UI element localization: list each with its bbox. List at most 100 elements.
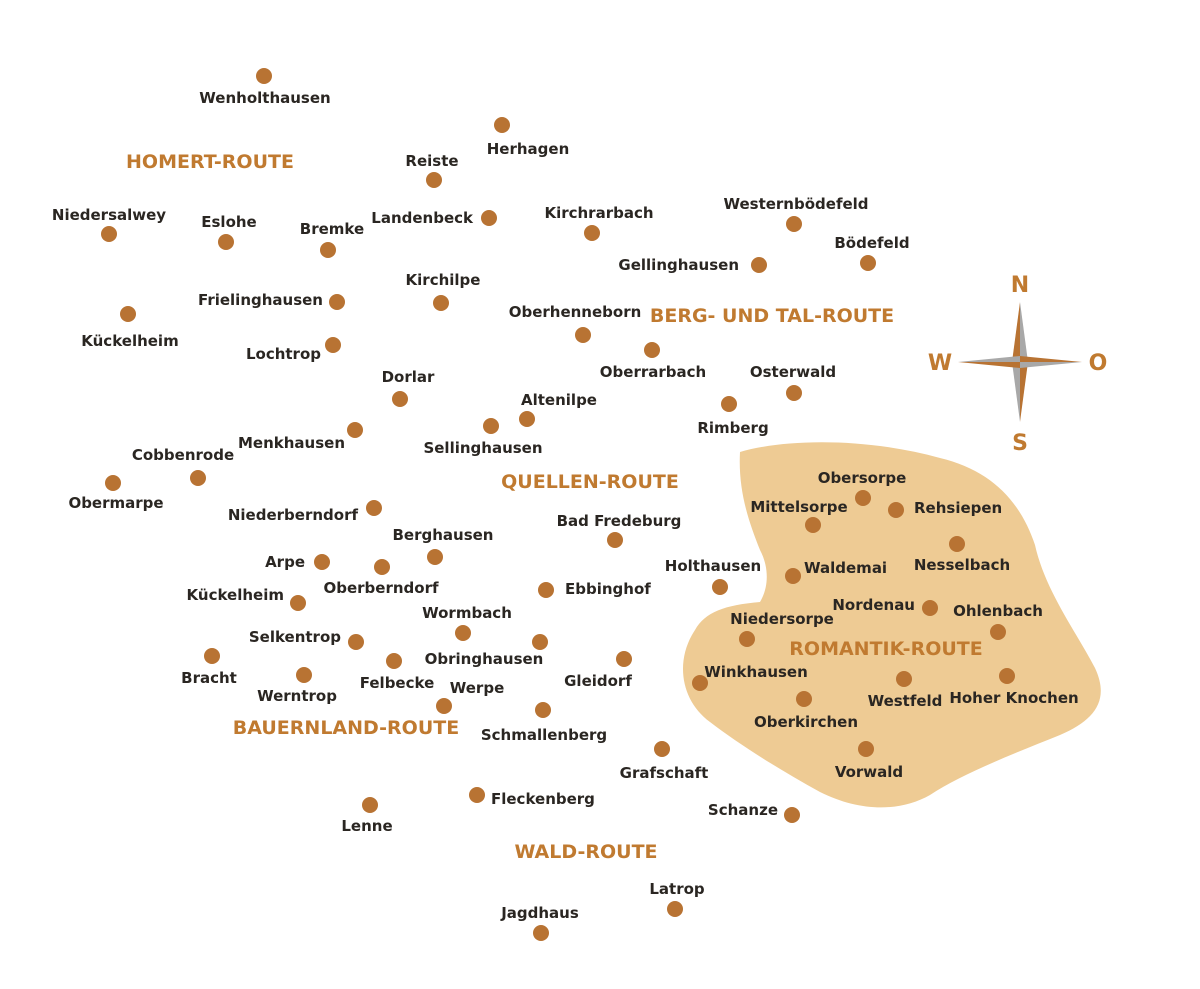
town-label-cobbenrode: Cobbenrode [132,446,234,464]
town-label-kirchilpe: Kirchilpe [406,271,481,289]
town-label-ebbinghof: Ebbinghof [565,580,651,598]
town-label-winkhausen: Winkhausen [704,663,808,681]
town-marker-grafschaft[interactable] [654,741,670,757]
town-label-westfeld: Westfeld [868,692,943,710]
town-marker-boedefeld[interactable] [860,255,876,271]
town-label-mittelsorpe: Mittelsorpe [750,498,847,516]
town-marker-berghausen[interactable] [427,549,443,565]
route-label-berg-und-tal-route[interactable]: BERG- UND TAL-ROUTE [650,305,894,327]
town-label-rehsiepen: Rehsiepen [914,499,1002,517]
town-marker-jagdhaus[interactable] [533,925,549,941]
town-marker-obermarpe[interactable] [105,475,121,491]
town-label-jagdhaus: Jagdhaus [500,904,579,922]
town-marker-ebbinghof[interactable] [538,582,554,598]
town-marker-gleidorf[interactable] [616,651,632,667]
romantik-route-region[interactable] [683,442,1101,808]
town-marker-winkhausen[interactable] [692,675,708,691]
town-marker-westernboedefeld[interactable] [786,216,802,232]
town-marker-rimberg[interactable] [721,396,737,412]
route-labels: HOMERT-ROUTE BERG- UND TAL-ROUTE QUELLEN-R… [126,151,983,863]
town-marker-landenbeck[interactable] [481,210,497,226]
town-label-oberberndorf: Oberberndorf [323,579,438,597]
town-marker-lenne[interactable] [362,797,378,813]
town-label-nesselbach: Nesselbach [914,556,1010,574]
town-label-oberkirchen: Oberkirchen [754,713,858,731]
town-label-bad-fredeburg: Bad Fredeburg [557,512,682,530]
town-marker-selkentrop[interactable] [348,634,364,650]
town-marker-latrop[interactable] [667,901,683,917]
town-label-fleckenberg: Fleckenberg [491,790,595,808]
town-marker-vorwald[interactable] [858,741,874,757]
town-marker-menkhausen[interactable] [347,422,363,438]
compass-east-label: O [1089,351,1108,376]
town-marker-nesselbach[interactable] [949,536,965,552]
town-marker-frielinghausen[interactable] [329,294,345,310]
town-marker-niedersorpe[interactable] [739,631,755,647]
route-label-homert-route[interactable]: HOMERT-ROUTE [126,151,294,173]
town-marker-niedersalwey[interactable] [101,226,117,242]
town-marker-westfeld[interactable] [896,671,912,687]
town-marker-kirchrarbach[interactable] [584,225,600,241]
town-marker-kueckelheim[interactable] [120,306,136,322]
town-marker-gellinghausen[interactable] [751,257,767,273]
town-label-gellinghausen: Gellinghausen [618,256,739,274]
town-marker-arpe[interactable] [314,554,330,570]
town-marker-holthausen[interactable] [712,579,728,595]
town-marker-obringhausen[interactable] [532,634,548,650]
town-label-obringhausen: Obringhausen [425,650,544,668]
town-label-rimberg: Rimberg [697,419,768,437]
town-label-nordenau: Nordenau [832,596,915,614]
town-label-wormbach: Wormbach [422,604,512,622]
town-marker-wormbach[interactable] [455,625,471,641]
town-marker-altenilpe[interactable] [519,411,535,427]
town-marker-kirchilpe[interactable] [433,295,449,311]
compass-south-label: S [1012,431,1028,456]
town-marker-waldemai[interactable] [785,568,801,584]
town-marker-eslohe[interactable] [218,234,234,250]
town-marker-osterwald[interactable] [786,385,802,401]
town-marker-werpe[interactable] [436,698,452,714]
town-marker-dorlar[interactable] [392,391,408,407]
town-marker-schmallenberg[interactable] [535,702,551,718]
town-marker-cobbenrode[interactable] [190,470,206,486]
route-label-romantik-route[interactable]: ROMANTIK-ROUTE [789,638,982,660]
town-label-oberhenneborn: Oberhenneborn [509,303,642,321]
route-label-wald-route[interactable]: WALD-ROUTE [514,841,657,863]
town-marker-lochtrop[interactable] [325,337,341,353]
town-marker-oberberndorf[interactable] [374,559,390,575]
town-label-niederberndorf: Niederberndorf [228,506,359,524]
town-marker-herhagen[interactable] [494,117,510,133]
route-label-quellen-route[interactable]: QUELLEN-ROUTE [501,471,679,493]
town-marker-sellinghausen[interactable] [483,418,499,434]
compass-rose-icon: N S W O [928,273,1107,456]
town-marker-kueckelheim[interactable] [290,595,306,611]
town-marker-oberkirchen[interactable] [796,691,812,707]
town-marker-bracht[interactable] [204,648,220,664]
compass-west-label: W [928,351,952,376]
town-marker-werntrop[interactable] [296,667,312,683]
town-marker-oberrarbach[interactable] [644,342,660,358]
town-marker-felbecke[interactable] [386,653,402,669]
town-marker-fleckenberg[interactable] [469,787,485,803]
town-label-schmallenberg: Schmallenberg [481,726,607,744]
town-marker-nordenau[interactable] [922,600,938,616]
town-marker-mittelsorpe[interactable] [805,517,821,533]
town-marker-obersorpe[interactable] [855,490,871,506]
route-label-bauernland-route[interactable]: BAUERNLAND-ROUTE [233,717,459,739]
town-marker-niederberndorf[interactable] [366,500,382,516]
town-marker-oberhenneborn[interactable] [575,327,591,343]
town-marker-reiste[interactable] [426,172,442,188]
town-marker-hoher-knochen[interactable] [999,668,1015,684]
town-marker-bremke[interactable] [320,242,336,258]
town-label-vorwald: Vorwald [835,763,903,781]
town-label-frielinghausen: Frielinghausen [198,291,323,309]
town-marker-bad-fredeburg[interactable] [607,532,623,548]
town-label-oberrarbach: Oberrarbach [600,363,706,381]
town-marker-schanze[interactable] [784,807,800,823]
town-marker-wenholthausen[interactable] [256,68,272,84]
town-marker-rehsiepen[interactable] [888,502,904,518]
town-label-kueckelheim: Kückelheim [187,586,284,604]
town-marker-ohlenbach[interactable] [990,624,1006,640]
town-label-bracht: Bracht [181,669,237,687]
